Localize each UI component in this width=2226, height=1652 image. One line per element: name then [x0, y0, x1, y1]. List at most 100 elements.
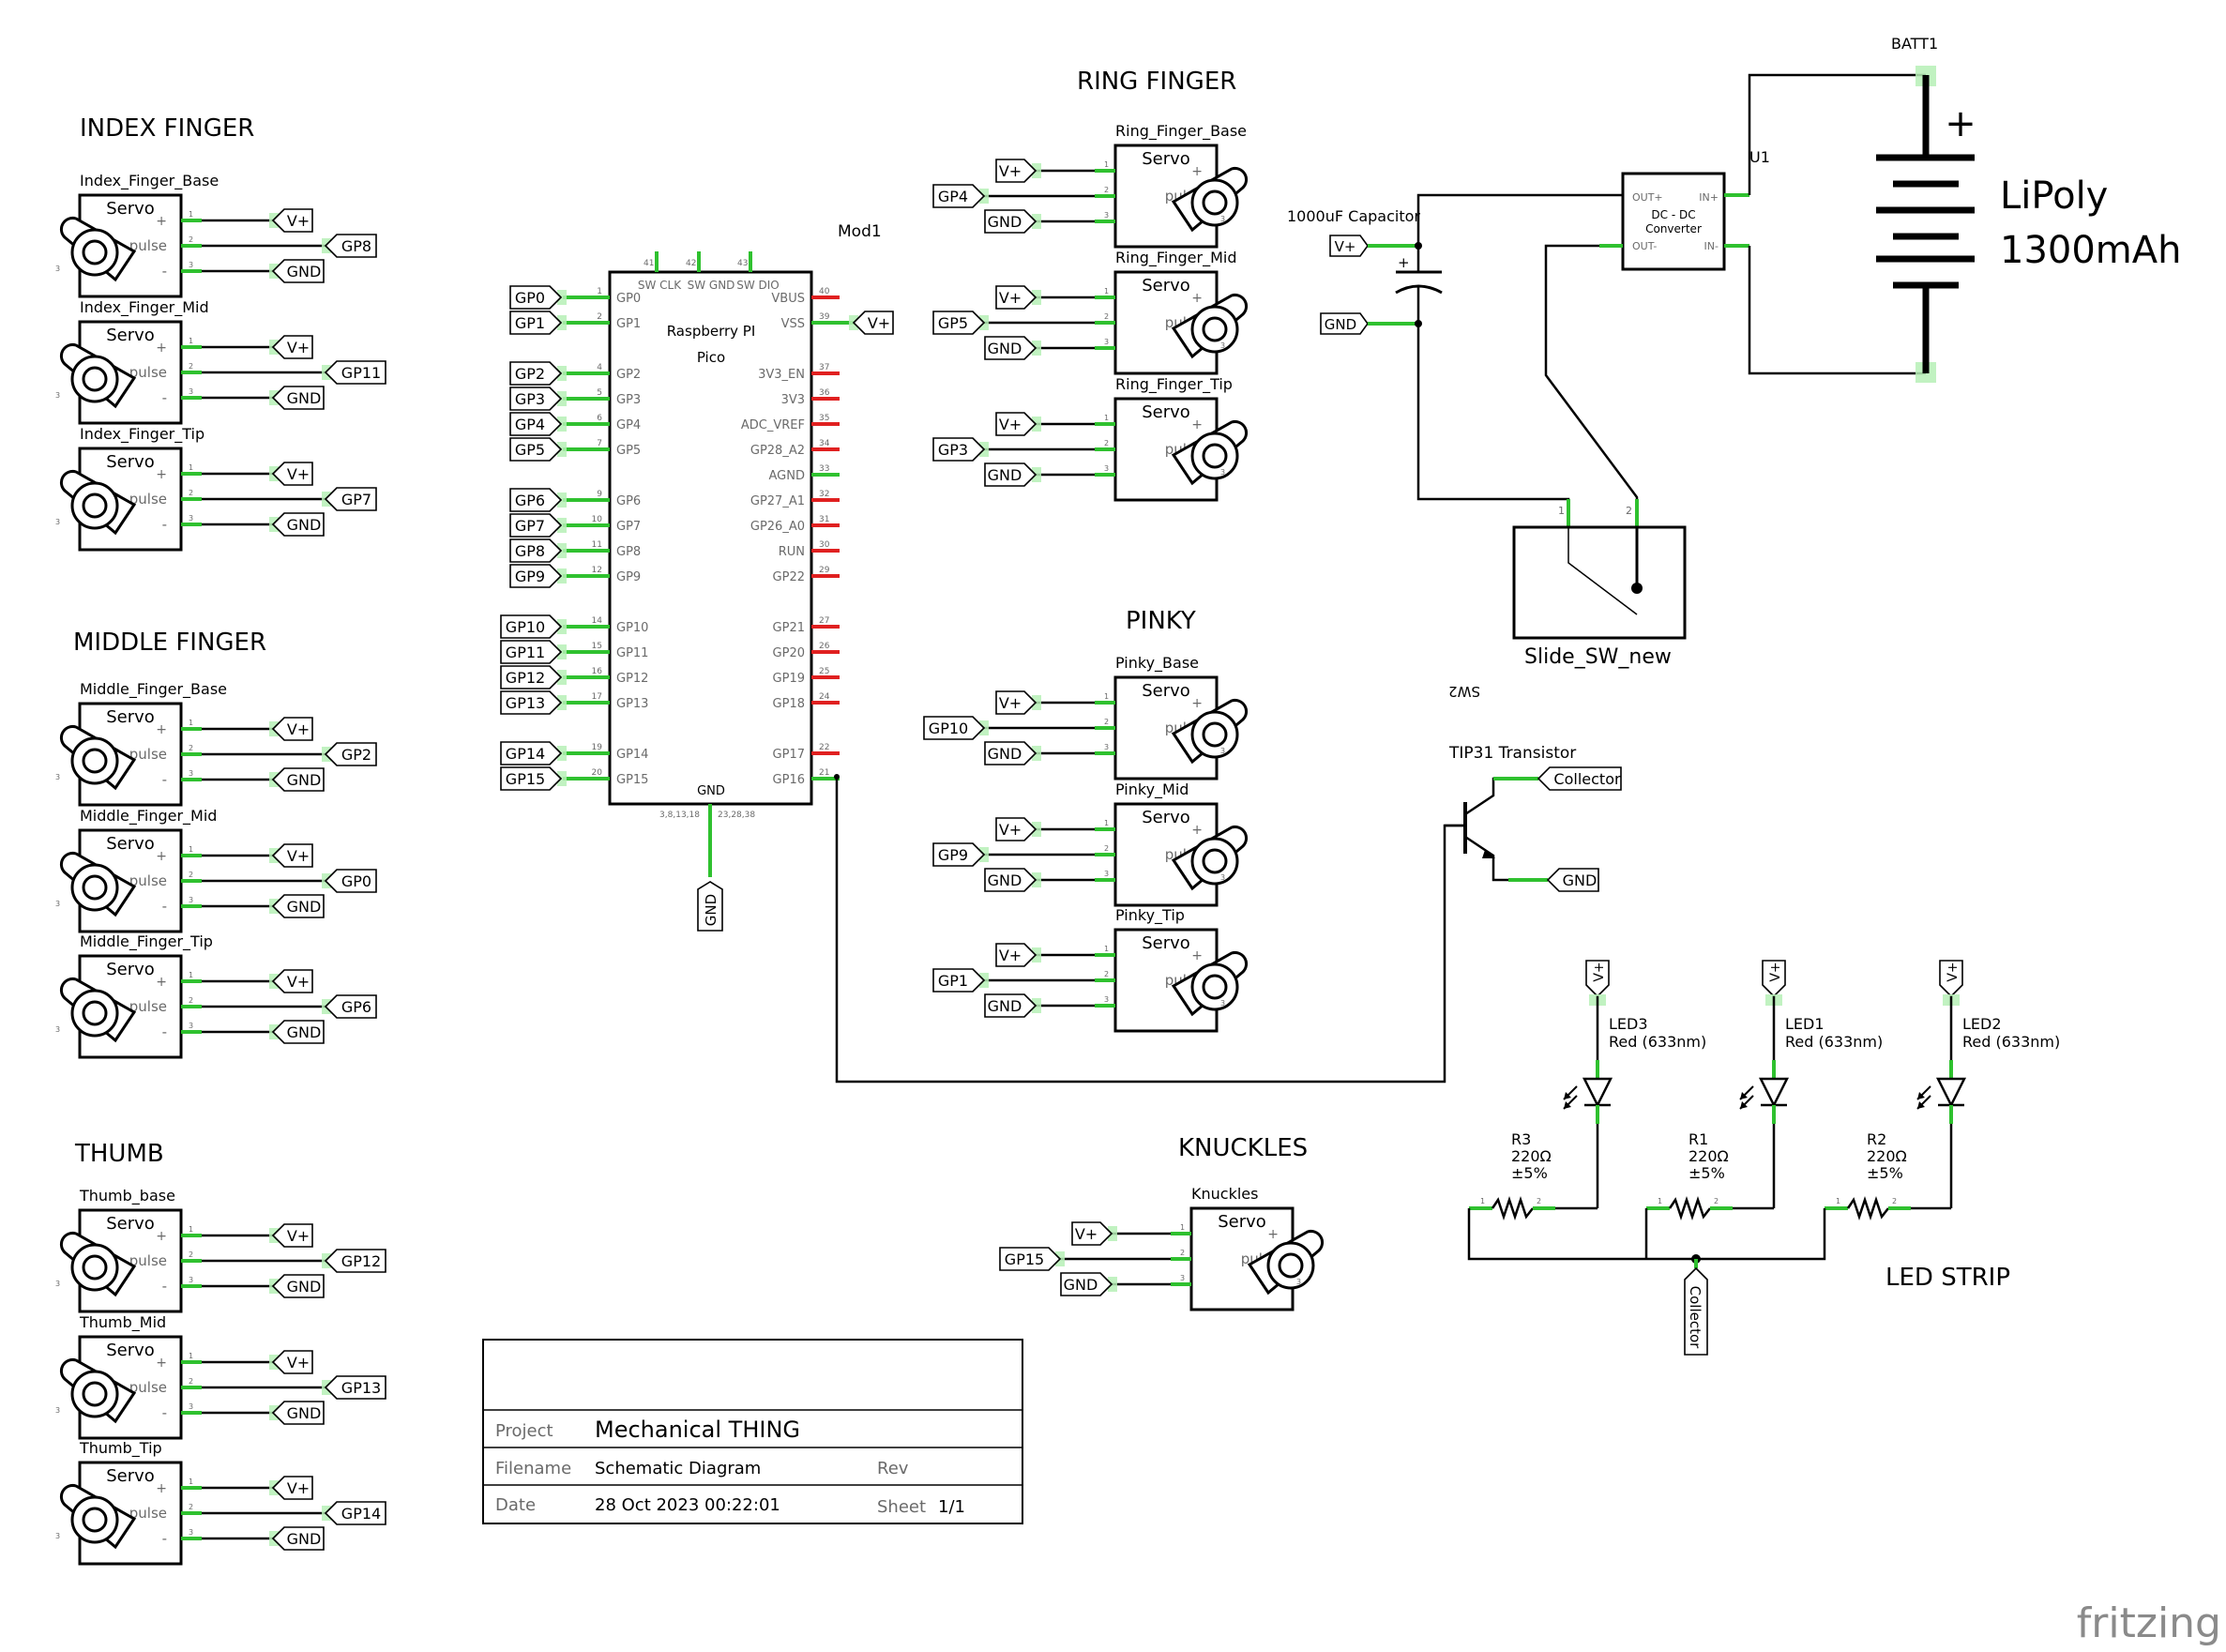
- servo-vplus-net[interactable]: V+: [271, 717, 313, 741]
- pico-net-gp13[interactable]: GP13: [500, 690, 563, 715]
- servo-vplus-net[interactable]: V+: [995, 943, 1037, 967]
- servo-signal-net[interactable]: GP13: [324, 1375, 386, 1400]
- servo-gnd-net[interactable]: GND: [271, 512, 325, 537]
- slide-switch[interactable]: [1512, 525, 1687, 640]
- servo-pin-pulse: pulse: [129, 237, 167, 254]
- servo-vplus-net[interactable]: V+: [995, 690, 1037, 715]
- pico-net-gp12[interactable]: GP12: [500, 665, 563, 690]
- servo-gnd-net[interactable]: GND: [1060, 1272, 1113, 1296]
- servo-signal-net[interactable]: GP9: [932, 842, 986, 867]
- transistor-gnd-net[interactable]: GND: [1546, 868, 1599, 892]
- pico-net-gp0[interactable]: GP0: [509, 285, 563, 310]
- servo-signal-net[interactable]: GP8: [324, 234, 377, 258]
- servo-gnd-net[interactable]: GND: [271, 894, 325, 918]
- pico-net-gp15[interactable]: GP15: [500, 766, 563, 791]
- servo-vplus-net[interactable]: V+: [271, 1223, 313, 1248]
- servo-vplus-net[interactable]: V+: [271, 1350, 313, 1374]
- servo-horn-icon: [59, 724, 137, 791]
- pico-net-gp3[interactable]: GP3: [509, 386, 563, 411]
- servo-signal-net[interactable]: GP14: [324, 1501, 386, 1525]
- servo-vplus-net[interactable]: V+: [271, 843, 313, 868]
- pico-net-gp6[interactable]: GP6: [509, 488, 563, 512]
- servo-signal-net[interactable]: GP5: [932, 311, 986, 335]
- pico-net-gp5[interactable]: GP5: [509, 437, 563, 462]
- battery-line1: LiPoly: [2000, 174, 2108, 218]
- capacitor-vplus-net[interactable]: V+: [1329, 235, 1369, 257]
- servo-gnd-net[interactable]: GND: [271, 1020, 325, 1044]
- pico-net-gp8[interactable]: GP8: [509, 538, 563, 563]
- servo-signal-net[interactable]: GP6: [324, 994, 377, 1019]
- servo-signal-net[interactable]: GP4: [932, 184, 986, 208]
- servo-vplus-net[interactable]: V+: [271, 969, 313, 993]
- servo-pin-num: 1: [1104, 160, 1109, 169]
- servo-gnd-net[interactable]: GND: [984, 741, 1037, 765]
- pico-net-gp2[interactable]: GP2: [509, 361, 563, 386]
- servo-signal-net[interactable]: GP10: [923, 716, 986, 740]
- pico-net-vplus[interactable]: V+: [852, 311, 894, 335]
- pico-net-gp10[interactable]: GP10: [500, 614, 563, 639]
- pico-gnd-net-label[interactable]: GND: [697, 881, 723, 932]
- capacitor-gnd-net[interactable]: GND: [1320, 312, 1369, 335]
- pico-net-gp4[interactable]: GP4: [509, 412, 563, 436]
- servo-gnd-net[interactable]: GND: [984, 462, 1037, 487]
- led-vplus-net[interactable]: V+: [1585, 960, 1610, 998]
- led-collector-net[interactable]: Collector: [1684, 1266, 1708, 1356]
- servo-vplus-net[interactable]: V+: [995, 817, 1037, 841]
- pico-pin-num: 39: [819, 312, 830, 322]
- pico-net-gp1[interactable]: GP1: [509, 311, 563, 335]
- servo-gnd-net[interactable]: GND: [984, 993, 1037, 1018]
- pico-top-pin-label: SW GND: [688, 279, 735, 292]
- servo-vplus-net[interactable]: V+: [271, 208, 313, 233]
- pico-top-pin-label: SW CLK: [638, 279, 682, 292]
- servo-gnd-net[interactable]: GND: [271, 386, 325, 410]
- servo-vplus-net[interactable]: V+: [271, 335, 313, 359]
- servo-signal-net[interactable]: GP0: [324, 869, 377, 893]
- servo-signal-net[interactable]: GP15: [999, 1247, 1062, 1271]
- servo-gnd-net[interactable]: GND: [271, 1526, 325, 1551]
- led-diode-icon: [1758, 1077, 1790, 1108]
- pico-pin-num: 2: [597, 312, 602, 322]
- transistor-collector-net[interactable]: Collector: [1537, 766, 1622, 791]
- pico-net-gp14[interactable]: GP14: [500, 741, 563, 765]
- servo-signal-net[interactable]: GP11: [324, 360, 386, 385]
- resistor-pin-num: 2: [1714, 1197, 1719, 1205]
- pico-net-gp9[interactable]: GP9: [509, 564, 563, 588]
- led-vplus-net[interactable]: V+: [1762, 960, 1786, 998]
- servo-gnd-net[interactable]: GND: [984, 336, 1037, 360]
- servo-body-label: Servo: [106, 452, 155, 472]
- servo-vplus-net[interactable]: V+: [995, 159, 1037, 183]
- servo-pin-pulse: pulse: [129, 1252, 167, 1269]
- servo-signal-net[interactable]: GP12: [324, 1249, 386, 1273]
- servo-signal-net[interactable]: GP7: [324, 487, 377, 511]
- pico-pin-num: 21: [819, 768, 829, 778]
- servo-vplus-net[interactable]: V+: [995, 412, 1037, 436]
- servo-gnd-net[interactable]: GND: [271, 259, 325, 283]
- pico-net-gp7[interactable]: GP7: [509, 513, 563, 538]
- svg-text:GND: GND: [988, 466, 1022, 484]
- servo-vplus-net[interactable]: V+: [1071, 1221, 1113, 1246]
- pico-net-gp11[interactable]: GP11: [500, 640, 563, 664]
- servo-pin-num: 3: [1220, 468, 1225, 477]
- date-value: 28 Oct 2023 00:22:01: [595, 1495, 780, 1515]
- pico-pin-label: GP7: [616, 520, 641, 534]
- resistor-ref: R3: [1511, 1130, 1531, 1148]
- servo-gnd-net[interactable]: GND: [984, 868, 1037, 892]
- servo-gnd-net[interactable]: GND: [271, 1274, 325, 1298]
- servo-vplus-net[interactable]: V+: [271, 462, 313, 486]
- servo-pin-minus: -: [162, 263, 167, 280]
- svg-text:GP10: GP10: [929, 720, 968, 737]
- servo-signal-net[interactable]: GP1: [932, 968, 986, 993]
- servo-pin-plus: +: [156, 1481, 167, 1496]
- servo-vplus-net[interactable]: V+: [271, 1476, 313, 1500]
- servo-vplus-net[interactable]: V+: [995, 285, 1037, 310]
- led-vplus-net[interactable]: V+: [1939, 960, 1963, 998]
- servo-gnd-net[interactable]: GND: [984, 209, 1037, 234]
- servo-signal-net[interactable]: GP3: [932, 437, 986, 462]
- servo-body[interactable]: [1113, 144, 1219, 249]
- pico-title-1: Raspberry PI: [667, 323, 756, 340]
- pico-pin-label: GP13: [616, 697, 648, 711]
- servo-gnd-net[interactable]: GND: [271, 1401, 325, 1425]
- servo-gnd-net[interactable]: GND: [271, 767, 325, 792]
- servo-signal-net[interactable]: GP2: [324, 742, 377, 766]
